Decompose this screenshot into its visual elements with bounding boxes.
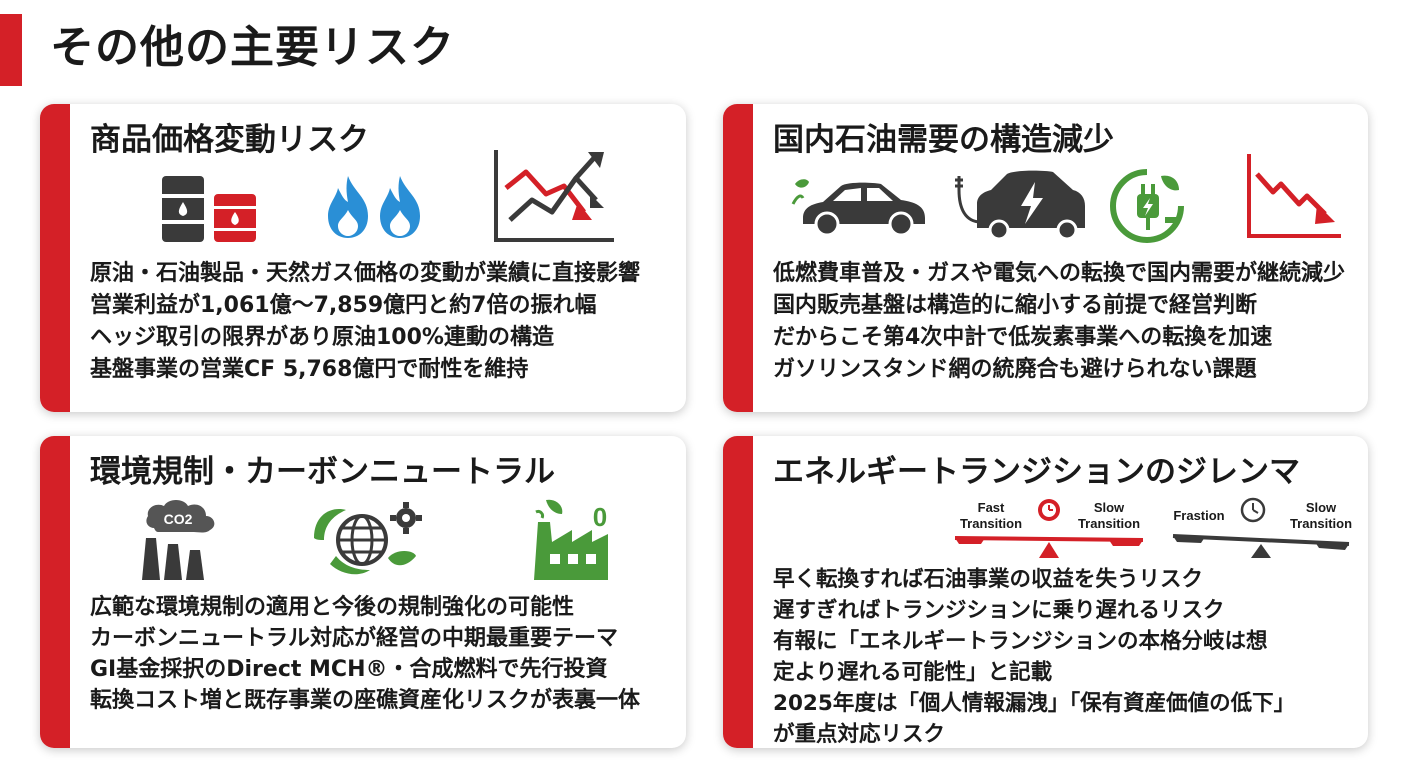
card-body: 原油・石油製品・天然ガス価格の変動が業績に直接影響 営業利益が1,061億〜7,…	[90, 258, 678, 386]
page-title: その他の主要リスク	[50, 22, 455, 73]
card-accent-bar	[723, 104, 753, 412]
scale-left-label: Transition	[960, 516, 1022, 531]
balance-scale-dark-icon: Frastion Slow Transition	[1172, 497, 1352, 558]
card-title: 環境規制・カーボンニュートラル	[90, 454, 555, 490]
body-line: 早く転換すれば石油事業の収益を失うリスク	[773, 567, 1204, 592]
body-line: 原油・石油製品・天然ガス価格の変動が業績に直接影響	[90, 261, 641, 286]
volatile-chart-icon	[494, 150, 614, 242]
card-title: 商品価格変動リスク	[90, 122, 369, 158]
body-line: 国内販売基盤は構造的に縮小する前提で経営判断	[773, 293, 1258, 318]
card-body: 広範な環境規制の適用と今後の規制強化の可能性 カーボンニュートラル対応が経営の中…	[90, 592, 678, 716]
card-domestic-demand-decline: 国内石油需要の構造減少 低燃費車普及・ガスや電気への転換で国内需要が継続減少 国	[723, 104, 1368, 412]
balance-scale-red-icon: Fast Transition Slow Transition	[954, 499, 1144, 558]
body-line: が重点対応リスク	[773, 722, 946, 747]
body-line: 遅すぎればトランジションに乗り遅れるリスク	[773, 598, 1225, 623]
card-body: 低燃費車普及・ガスや電気への転換で国内需要が継続減少 国内販売基盤は構造的に縮小…	[773, 258, 1360, 386]
scale-left-label: Frastion	[1173, 508, 1224, 523]
body-line: 低燃費車普及・ガスや電気への転換で国内需要が継続減少	[773, 261, 1346, 286]
scale-right-label: Slow	[1094, 500, 1125, 515]
declining-chart-icon	[1247, 154, 1341, 238]
scale-right-label: Slow	[1306, 500, 1337, 515]
card-title: 国内石油需要の構造減少	[773, 122, 1114, 158]
gas-flame-icon	[328, 176, 420, 238]
co2-factory-icon: CO2	[142, 500, 215, 580]
zero-emission-factory-icon: 0	[534, 499, 608, 580]
body-line: ヘッジ取引の限界があり原油100%連動の構造	[90, 325, 554, 350]
oil-barrels-icon	[162, 176, 256, 242]
body-line: 2025年度は「個人情報漏洩」「保有資産価値の低下」	[773, 691, 1296, 716]
scale-right-label: Transition	[1078, 516, 1140, 531]
body-line: だからこそ第4次中計で低炭素事業への転換を加速	[773, 325, 1273, 350]
card-body: 早く転換すれば石油事業の収益を失うリスク 遅すぎればトランジションに乗り遅れるリ…	[773, 564, 1360, 748]
title-accent-bar	[0, 14, 22, 86]
electric-car-icon	[955, 170, 1085, 240]
scale-right-label: Transition	[1290, 516, 1352, 531]
eco-car-icon	[791, 179, 925, 237]
green-globe-gear-icon	[314, 502, 422, 575]
card-accent-bar	[723, 436, 753, 748]
body-line: カーボンニュートラル対応が経営の中期最重要テーマ	[90, 626, 619, 651]
body-line: 基盤事業の営業CF 5,768億円で耐性を維持	[90, 357, 529, 382]
body-line: 定より遅れる可能性」と記載	[773, 660, 1053, 685]
zero-label: 0	[593, 502, 607, 532]
body-line: 転換コスト増と既存事業の座礁資産化リスクが表裏一体	[90, 688, 641, 713]
body-line: GI基金採択のDirect MCH®・合成燃料で先行投資	[90, 657, 608, 682]
card-accent-bar	[40, 436, 70, 748]
co2-label: CO2	[164, 511, 193, 527]
card-title: エネルギートランジションのジレンマ	[773, 454, 1300, 490]
scale-left-label: Fast	[978, 500, 1005, 515]
eco-plug-icon	[1110, 169, 1184, 243]
card-commodity-price-risk: 商品価格変動リスク 原油・石油製品・天然ガス価格の変動が業績に直接影響 営業利益…	[40, 104, 686, 412]
card-environment-regulation: 環境規制・カーボンニュートラル CO2 0 広範な環境規制の適用と今後の規制強化…	[40, 436, 686, 748]
body-line: 営業利益が1,061億〜7,859億円と約7倍の振れ幅	[90, 293, 597, 318]
card-energy-transition-dilemma: エネルギートランジションのジレンマ Fast Transition Slow T…	[723, 436, 1368, 748]
body-line: 有報に「エネルギートランジションの本格分岐は想	[773, 629, 1268, 654]
body-line: 広範な環境規制の適用と今後の規制強化の可能性	[90, 595, 575, 620]
body-line: ガソリンスタンド網の統廃合も避けられない課題	[773, 357, 1257, 382]
card-accent-bar	[40, 104, 70, 412]
